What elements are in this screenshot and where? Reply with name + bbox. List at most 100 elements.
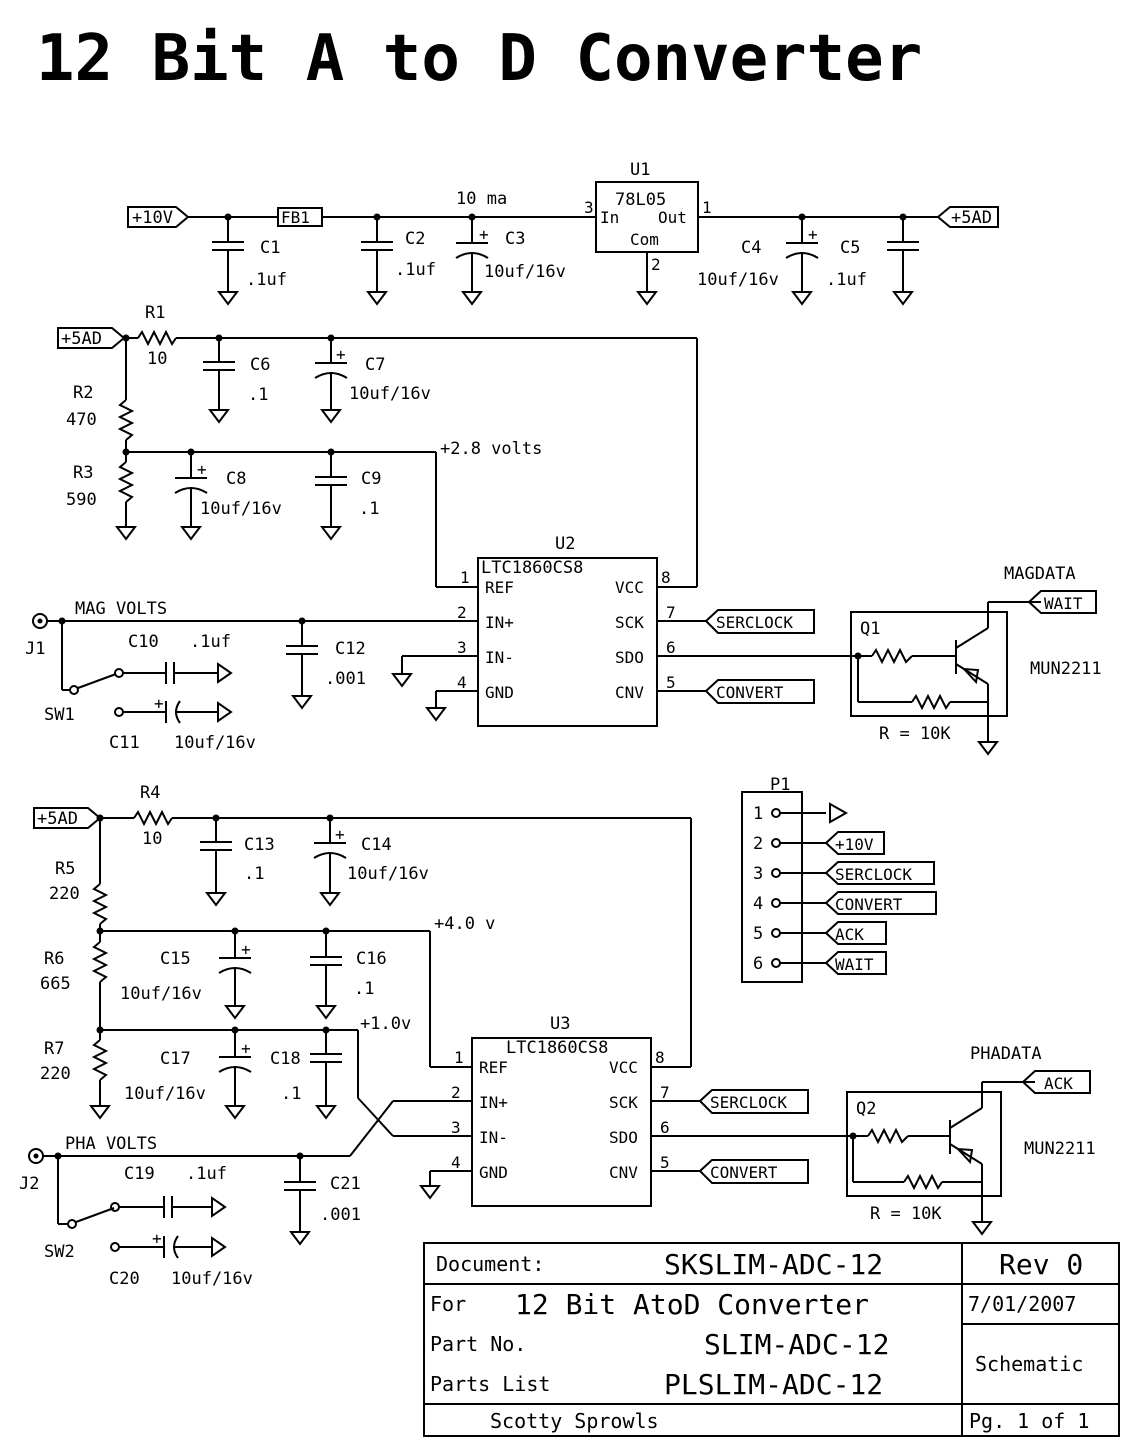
svg-text:C20: C20 <box>109 1269 140 1289</box>
svg-text:Out: Out <box>658 208 687 227</box>
svg-text:+: + <box>808 225 818 244</box>
svg-text:2: 2 <box>457 603 467 622</box>
p1-pin-number: 1 <box>753 804 763 824</box>
svg-text:R6: R6 <box>44 949 64 969</box>
svg-text:R7: R7 <box>44 1039 64 1059</box>
svg-text:CONVERT: CONVERT <box>710 1163 778 1182</box>
plus5ad-flag <box>936 206 999 228</box>
svg-text:665: 665 <box>40 974 71 994</box>
svg-text:MUN2211: MUN2211 <box>1024 1139 1096 1159</box>
svg-text:10uf/16v: 10uf/16v <box>200 499 282 519</box>
svg-text:3: 3 <box>457 638 467 657</box>
svg-text:IN-: IN- <box>479 1128 508 1147</box>
p1-net-flag <box>824 921 887 945</box>
p1-pin-terminal <box>771 898 781 908</box>
resistor-r5 <box>91 883 109 925</box>
svg-text:+: + <box>241 1039 251 1058</box>
svg-text:Document:: Document: <box>436 1252 544 1276</box>
pha-convert-flag <box>698 1159 809 1184</box>
schematic-title: 12 Bit A to D Converter <box>36 22 922 96</box>
svg-text:.001: .001 <box>320 1205 361 1225</box>
mag-convert-flag <box>704 679 815 704</box>
capacitor-c12 <box>286 621 318 710</box>
svg-text:SW2: SW2 <box>44 1242 75 1262</box>
svg-text:C10: C10 <box>128 632 159 652</box>
svg-text:J2: J2 <box>19 1174 39 1194</box>
svg-text:IN+: IN+ <box>479 1093 508 1112</box>
c5-value: .1uf <box>826 270 867 290</box>
resistor-r2 <box>117 399 135 441</box>
svg-text:+5AD: +5AD <box>37 809 78 829</box>
c4-label: C4 <box>741 238 761 258</box>
pha-channel-section: +5AD R4 10 C13 .1 + C14 10uf/16v <box>19 783 1096 1289</box>
capacitor-c5 <box>887 217 919 306</box>
svg-text:470: 470 <box>66 410 97 430</box>
c2-value: .1uf <box>395 260 436 280</box>
p1-net-flag <box>824 951 887 975</box>
svg-text:+5AD: +5AD <box>61 329 102 349</box>
svg-text:.1: .1 <box>244 864 264 884</box>
svg-text:Q2: Q2 <box>856 1099 876 1119</box>
c3-label: C3 <box>505 229 525 249</box>
svg-text:5: 5 <box>660 1153 670 1172</box>
svg-text:2: 2 <box>451 1083 461 1102</box>
svg-text:10uf/16v: 10uf/16v <box>124 1084 206 1104</box>
for-value: 12 Bit AtoD Converter <box>515 1288 869 1321</box>
current-note: 10 ma <box>456 189 507 209</box>
svg-text:+: + <box>152 1229 162 1248</box>
svg-text:8: 8 <box>655 1048 665 1067</box>
svg-text:GND: GND <box>485 683 514 702</box>
capacitor-c18 <box>310 1030 342 1120</box>
r1-value: 10 <box>147 349 167 369</box>
document-number: SKSLIM-ADC-12 <box>664 1248 883 1281</box>
c5-label: C5 <box>840 238 860 258</box>
svg-text:C16: C16 <box>356 949 387 969</box>
svg-text:LTC1860CS8: LTC1860CS8 <box>506 1038 608 1058</box>
svg-text:590: 590 <box>66 490 97 510</box>
resistor-r4 <box>133 809 173 827</box>
c4-value: 10uf/16v <box>697 270 779 290</box>
u1-label: U1 <box>630 160 650 180</box>
c2-label: C2 <box>405 229 425 249</box>
svg-text:Q1: Q1 <box>860 619 880 639</box>
capacitor-c4 <box>785 217 819 306</box>
pha-ack-flag <box>1021 1070 1091 1094</box>
svg-text:1: 1 <box>460 568 470 587</box>
svg-text:VCC: VCC <box>615 578 644 597</box>
plus5ad-flag-label: +5AD <box>951 208 992 228</box>
p1-pin-number: 4 <box>753 894 763 914</box>
svg-text:CONVERT: CONVERT <box>716 683 784 702</box>
p1-net-label: CONVERT <box>835 895 903 914</box>
svg-text:R = 10K: R = 10K <box>879 724 951 744</box>
svg-text:C14: C14 <box>361 835 392 855</box>
pha-serclock-flag <box>698 1089 809 1114</box>
resistor-r3 <box>117 461 135 503</box>
c3-value: 10uf/16v <box>484 262 566 282</box>
p1-net-label: WAIT <box>835 955 874 974</box>
svg-text:WAIT: WAIT <box>1044 594 1083 613</box>
fb1-label: FB1 <box>281 208 310 227</box>
p1-ground-symbol <box>829 802 849 824</box>
svg-text:CNV: CNV <box>615 683 644 702</box>
svg-text:R = 10K: R = 10K <box>870 1204 942 1224</box>
p1-net-flag <box>824 891 937 915</box>
power-supply-section: +10V FB1 C1 .1uf C2 .1uf <box>127 160 999 306</box>
transistor-q2 <box>846 1091 1002 1197</box>
capacitor-c16 <box>310 931 342 1020</box>
svg-text:R5: R5 <box>55 859 75 879</box>
magdata-label: MAGDATA <box>1004 564 1076 584</box>
p1-net-flag <box>824 861 935 885</box>
plus10v-flag-label: +10V <box>132 208 173 228</box>
p1-pin-number: 5 <box>753 924 763 944</box>
svg-text:R4: R4 <box>140 783 160 803</box>
svg-text:SDO: SDO <box>615 648 644 667</box>
svg-text:+: + <box>336 345 346 364</box>
svg-text:SW1: SW1 <box>44 705 75 725</box>
svg-text:2: 2 <box>651 255 661 274</box>
revision: Rev 0 <box>999 1248 1083 1281</box>
p1-pin-terminal <box>771 928 781 938</box>
svg-text:SCK: SCK <box>615 613 644 632</box>
title-block: Document: SKSLIM-ADC-12 Rev 0 For 12 Bit… <box>423 1242 1120 1437</box>
svg-text:1: 1 <box>454 1048 464 1067</box>
svg-text:10: 10 <box>142 829 162 849</box>
